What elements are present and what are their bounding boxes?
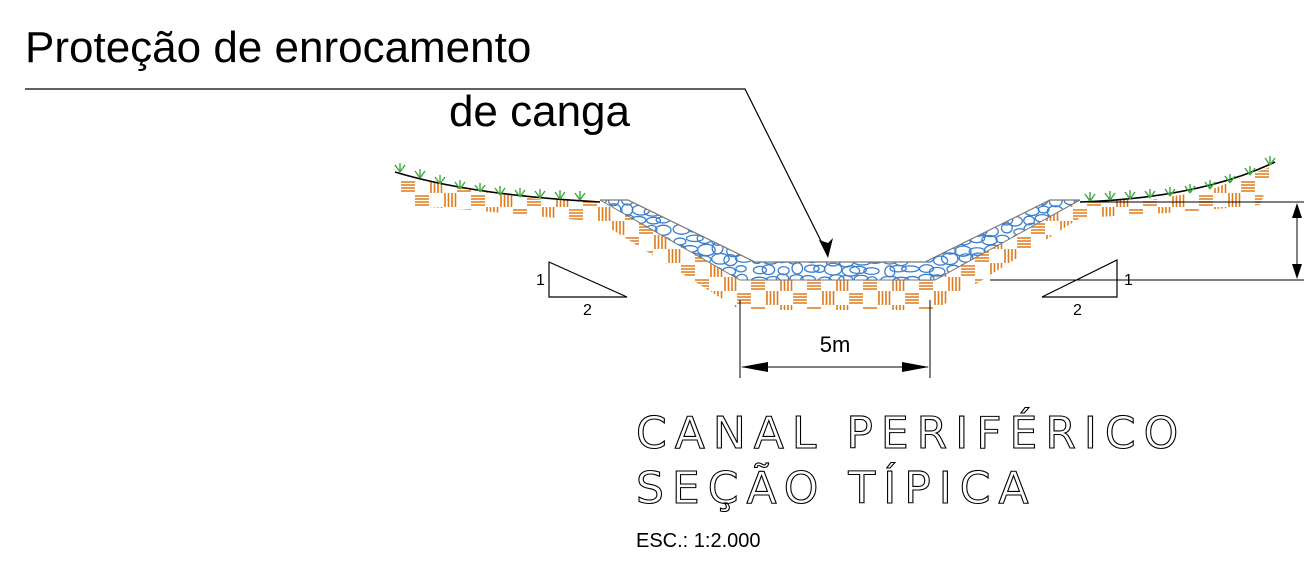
base-width-label: 5m — [820, 332, 851, 357]
riprap-outline — [600, 199, 1080, 263]
slope-indicator-right: 1 2 — [1041, 259, 1133, 319]
title-line-2: SEÇÃO TÍPICA — [636, 461, 1037, 514]
slope-left-rise: 1 — [536, 272, 545, 289]
height-dimension — [990, 201, 1304, 281]
slope-indicator-left: 1 2 — [536, 261, 628, 319]
slope-left-run: 2 — [583, 302, 592, 319]
annotation-arrowhead — [819, 238, 833, 258]
title-line-1: CANAL PERIFÉRICO — [636, 406, 1186, 459]
grass-symbols — [394, 156, 1276, 202]
canal-profile — [599, 199, 1081, 281]
ground-line-right — [1079, 161, 1276, 203]
scale-label: ESC.: 1:2.000 — [636, 530, 761, 552]
annotation-leader-line — [25, 88, 829, 256]
base-width-dimension: 5m — [739, 300, 931, 378]
soil-layer — [395, 165, 1275, 310]
ground-line-left — [394, 171, 601, 203]
annotation-line-2: de canga — [449, 87, 631, 136]
annotation-line-1: Proteção de enrocamento — [25, 23, 531, 72]
slope-right-run: 2 — [1073, 302, 1082, 319]
